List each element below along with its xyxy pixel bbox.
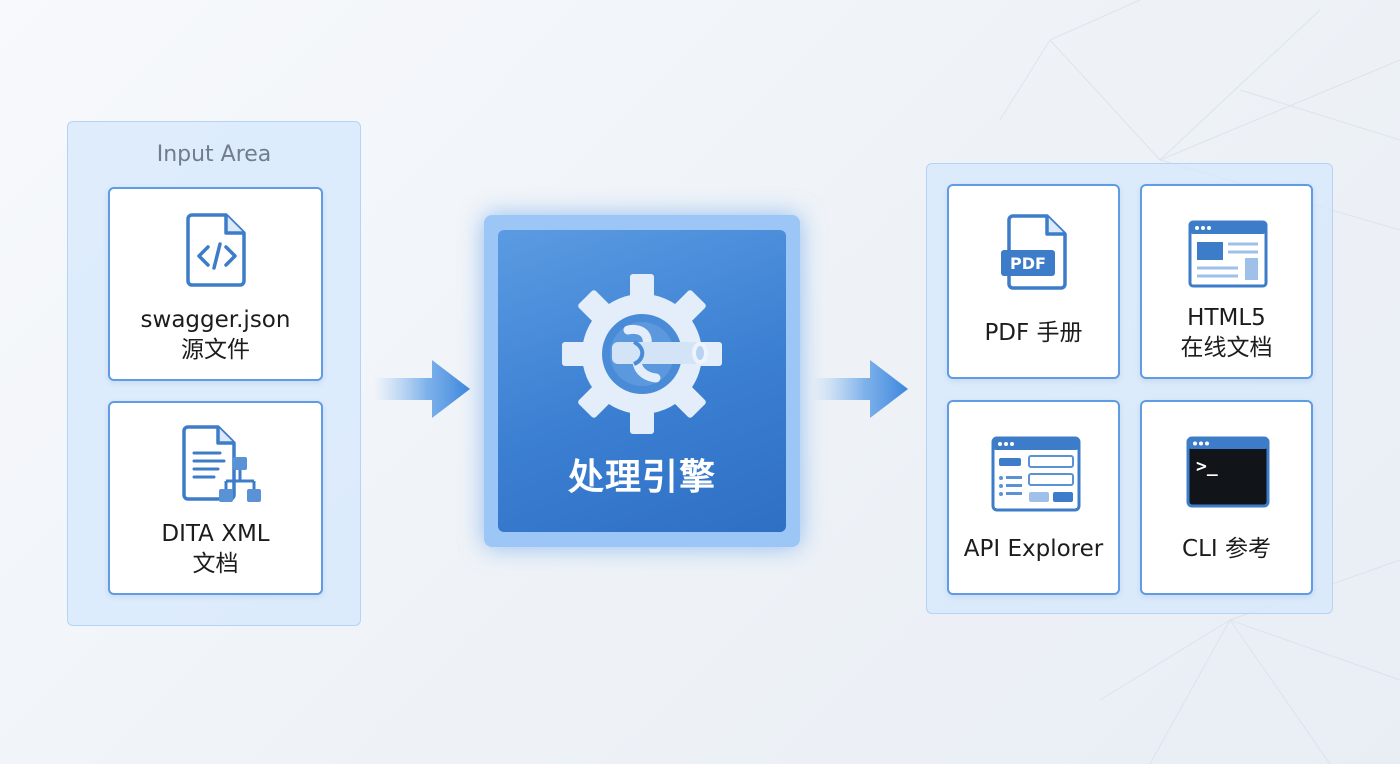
output-card-pdf-title: PDF 手册: [984, 320, 1083, 346]
terminal-icon: >_: [1186, 436, 1270, 508]
output-card-html5-subtitle: 在线文档: [1180, 335, 1273, 361]
input-card-dita-subtitle: 文档: [192, 551, 239, 577]
input-area-title: Input Area: [156, 142, 272, 167]
output-card-api-explorer-title: API Explorer: [963, 536, 1104, 562]
output-card-pdf[interactable]: PDF PDF 手册: [947, 184, 1120, 379]
arrow-right-icon: [812, 360, 908, 418]
input-card-dita-title: DITA XML: [161, 521, 270, 547]
arrow-right-icon: [374, 360, 470, 418]
output-card-html5-title: HTML5: [1187, 305, 1266, 331]
terminal-prompt-text: >_: [1196, 456, 1218, 477]
input-card-swagger-title: swagger.json: [140, 307, 291, 333]
input-card-dita[interactable]: DITA XML 文档: [108, 401, 323, 595]
api-explorer-window-icon: [991, 436, 1081, 512]
output-card-html5[interactable]: HTML5 在线文档: [1140, 184, 1313, 379]
document-tree-icon: [182, 425, 261, 502]
input-card-swagger[interactable]: swagger.json 源文件: [108, 187, 323, 381]
output-card-api-explorer[interactable]: API Explorer: [947, 400, 1120, 595]
pdf-icon-text: PDF: [1010, 254, 1046, 273]
input-area-panel: Input Area swagger.json 源文件: [67, 121, 361, 626]
engine-label: 处理引擎: [567, 457, 716, 498]
output-card-cli-title: CLI 参考: [1182, 536, 1271, 562]
code-file-icon: [186, 213, 246, 287]
pdf-file-icon: PDF: [1001, 214, 1067, 290]
output-area-panel: PDF PDF 手册 HTML5 在线文档: [926, 163, 1333, 614]
output-card-cli[interactable]: >_ CLI 参考: [1140, 400, 1313, 595]
input-card-swagger-subtitle: 源文件: [181, 337, 250, 363]
gear-pipe-icon: [562, 274, 722, 434]
web-page-icon: [1188, 220, 1268, 288]
processing-engine[interactable]: 处理引擎: [498, 230, 786, 532]
